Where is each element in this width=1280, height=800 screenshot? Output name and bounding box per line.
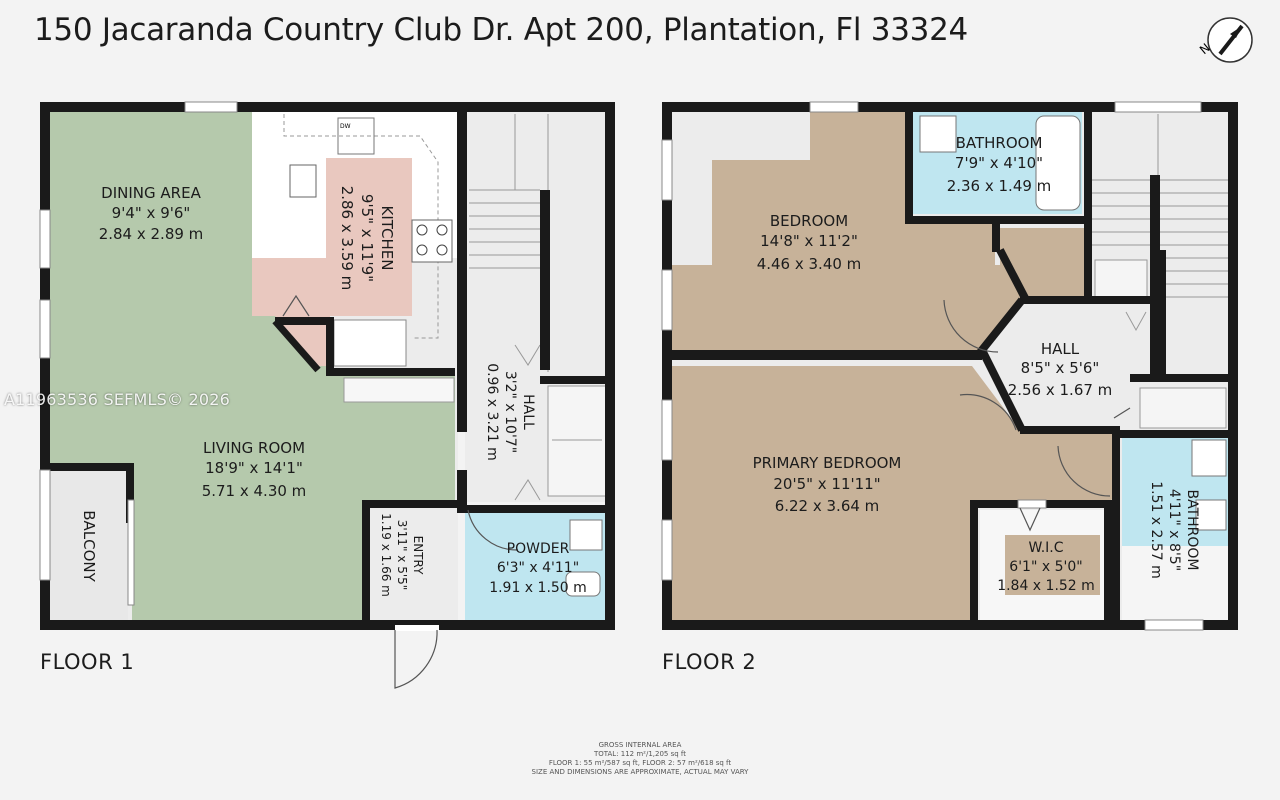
wic-metric: 1.84 x 1.52 m: [997, 578, 1095, 594]
bedroom-floor: [672, 112, 1085, 350]
footer-disclaimer: SIZE AND DIMENSIONS ARE APPROXIMATE, ACT…: [531, 768, 749, 776]
dining-label: DINING AREA: [101, 184, 201, 202]
dining-metric: 2.84 x 2.89 m: [99, 225, 204, 243]
bathroom-side-metric: 1.51 x 2.57 m: [1148, 481, 1164, 579]
north-arrow-icon: N: [1197, 17, 1253, 63]
balcony-floor: [48, 468, 128, 620]
primary-bedroom-floor: [672, 366, 1115, 622]
living-label: LIVING ROOM: [203, 439, 305, 457]
floor-2-plan: BATHROOM 7'9" x 4'10" 2.36 x 1.49 m BEDR…: [661, 101, 1238, 631]
powder-metric: 1.91 x 1.50 m: [489, 580, 587, 596]
entry-floor: [372, 505, 458, 622]
dining-imperial: 9'4" x 9'6": [112, 204, 191, 222]
balcony-label: BALCONY: [80, 510, 98, 582]
kitchen-label: KITCHEN: [378, 206, 396, 271]
footer-area-line2: TOTAL: 112 m²/1,205 sq ft: [593, 750, 687, 758]
hall2-metric: 2.56 x 1.67 m: [1008, 381, 1113, 399]
floor-2-label: FLOOR 2: [662, 650, 757, 674]
powder-label: POWDER: [507, 541, 570, 557]
bathroom-top-imperial: 7'9" x 4'10": [955, 154, 1043, 172]
primary-bedroom-metric: 6.22 x 3.64 m: [775, 497, 880, 515]
entry-metric: 1.19 x 1.66 m: [379, 513, 393, 597]
entry-imperial: 3'11" x 5'5": [395, 520, 409, 591]
bedroom-imperial: 14'8" x 11'2": [760, 232, 858, 250]
bathroom-top-metric: 2.36 x 1.49 m: [947, 177, 1052, 195]
floor-1-label: FLOOR 1: [40, 650, 135, 674]
bathroom-side-label: BATHROOM: [1184, 489, 1200, 570]
hall1-metric: 0.96 x 3.21 m: [484, 363, 500, 461]
floor-1-plan: DW: [39, 101, 615, 689]
mls-watermark: A11963536 SEFMLS© 2026: [4, 390, 231, 409]
kitchen-metric: 2.86 x 3.59 m: [338, 186, 356, 291]
wic-imperial: 6'1" x 5'0": [1009, 559, 1082, 575]
dishwasher-label: DW: [340, 123, 351, 130]
hall1-label: HALL: [520, 394, 536, 430]
bedroom-metric: 4.46 x 3.40 m: [757, 255, 862, 273]
primary-bedroom-label: PRIMARY BEDROOM: [753, 454, 902, 472]
kitchen-imperial: 9'5" x 11'9": [358, 194, 376, 282]
kitchen-island: [326, 158, 412, 316]
living-metric: 5.71 x 4.30 m: [202, 482, 307, 500]
listing-address: 150 Jacaranda Country Club Dr. Apt 200, …: [34, 12, 968, 48]
hall1-imperial: 3'2" x 10'7": [502, 371, 518, 453]
bathroom-top-label: BATHROOM: [956, 134, 1043, 152]
bathroom-side-imperial: 4'11" x 8'5": [1166, 489, 1182, 571]
living-imperial: 18'9" x 14'1": [205, 459, 303, 477]
entry-label: ENTRY: [411, 536, 425, 575]
hall2-label: HALL: [1041, 340, 1080, 358]
living-dining-floor: [48, 110, 455, 622]
powder-imperial: 6'3" x 4'11": [497, 560, 579, 576]
wic-label: W.I.C: [1028, 540, 1063, 556]
footer-area-line3: FLOOR 1: 55 m²/587 sq ft, FLOOR 2: 57 m²…: [548, 759, 732, 767]
bedroom-label: BEDROOM: [770, 212, 848, 230]
primary-bedroom-imperial: 20'5" x 11'11": [773, 475, 880, 493]
hall2-imperial: 8'5" x 5'6": [1021, 359, 1100, 377]
footer-area-line1: GROSS INTERNAL AREA: [598, 741, 682, 749]
